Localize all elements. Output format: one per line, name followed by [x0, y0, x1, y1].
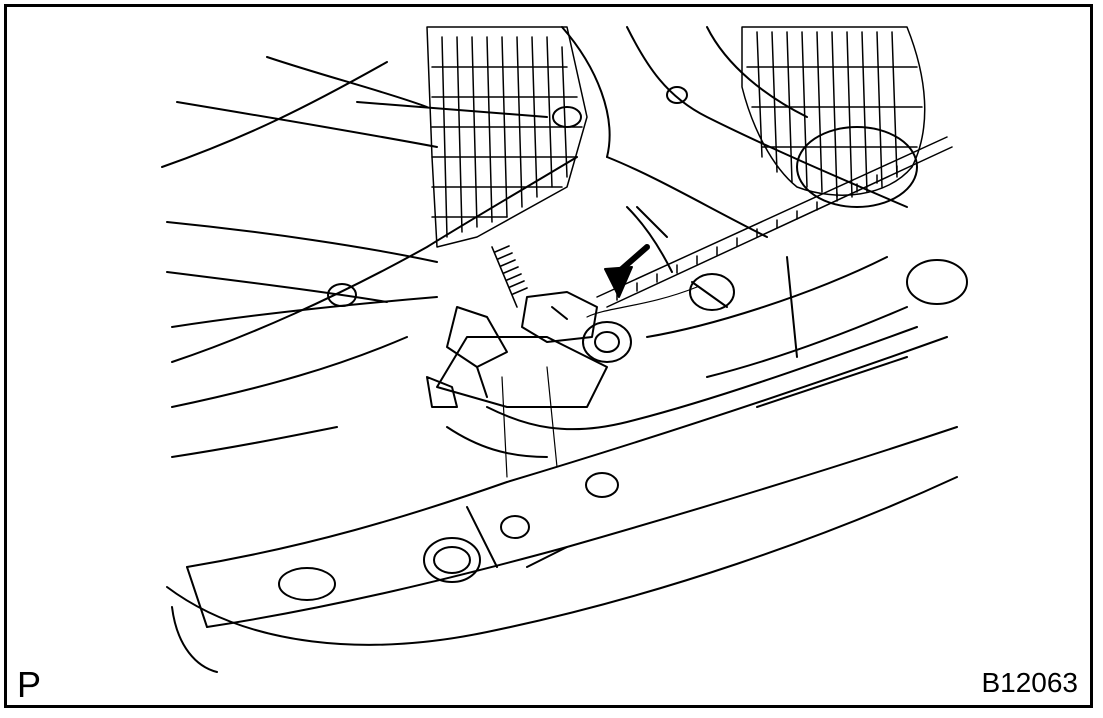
protector-panel [166, 256, 958, 673]
figure-code: B12063 [981, 667, 1078, 698]
circled-area [796, 126, 918, 208]
body-structure-lines [161, 56, 548, 328]
heat-insulator-left [426, 26, 588, 248]
bolt-assembly [521, 206, 735, 363]
heat-insulator-right [741, 26, 926, 198]
undercarriage-illustration [161, 26, 968, 673]
leader-lines [501, 286, 698, 478]
spring [491, 245, 528, 308]
floor-panel-outline [171, 26, 908, 458]
bolt-holes [278, 86, 968, 601]
corner-label: P [17, 664, 42, 705]
diagram-frame: P B12063 [4, 4, 1093, 708]
harness-connector [426, 306, 508, 408]
removal-arrow [604, 244, 650, 298]
panel-notched-edge [596, 136, 953, 308]
